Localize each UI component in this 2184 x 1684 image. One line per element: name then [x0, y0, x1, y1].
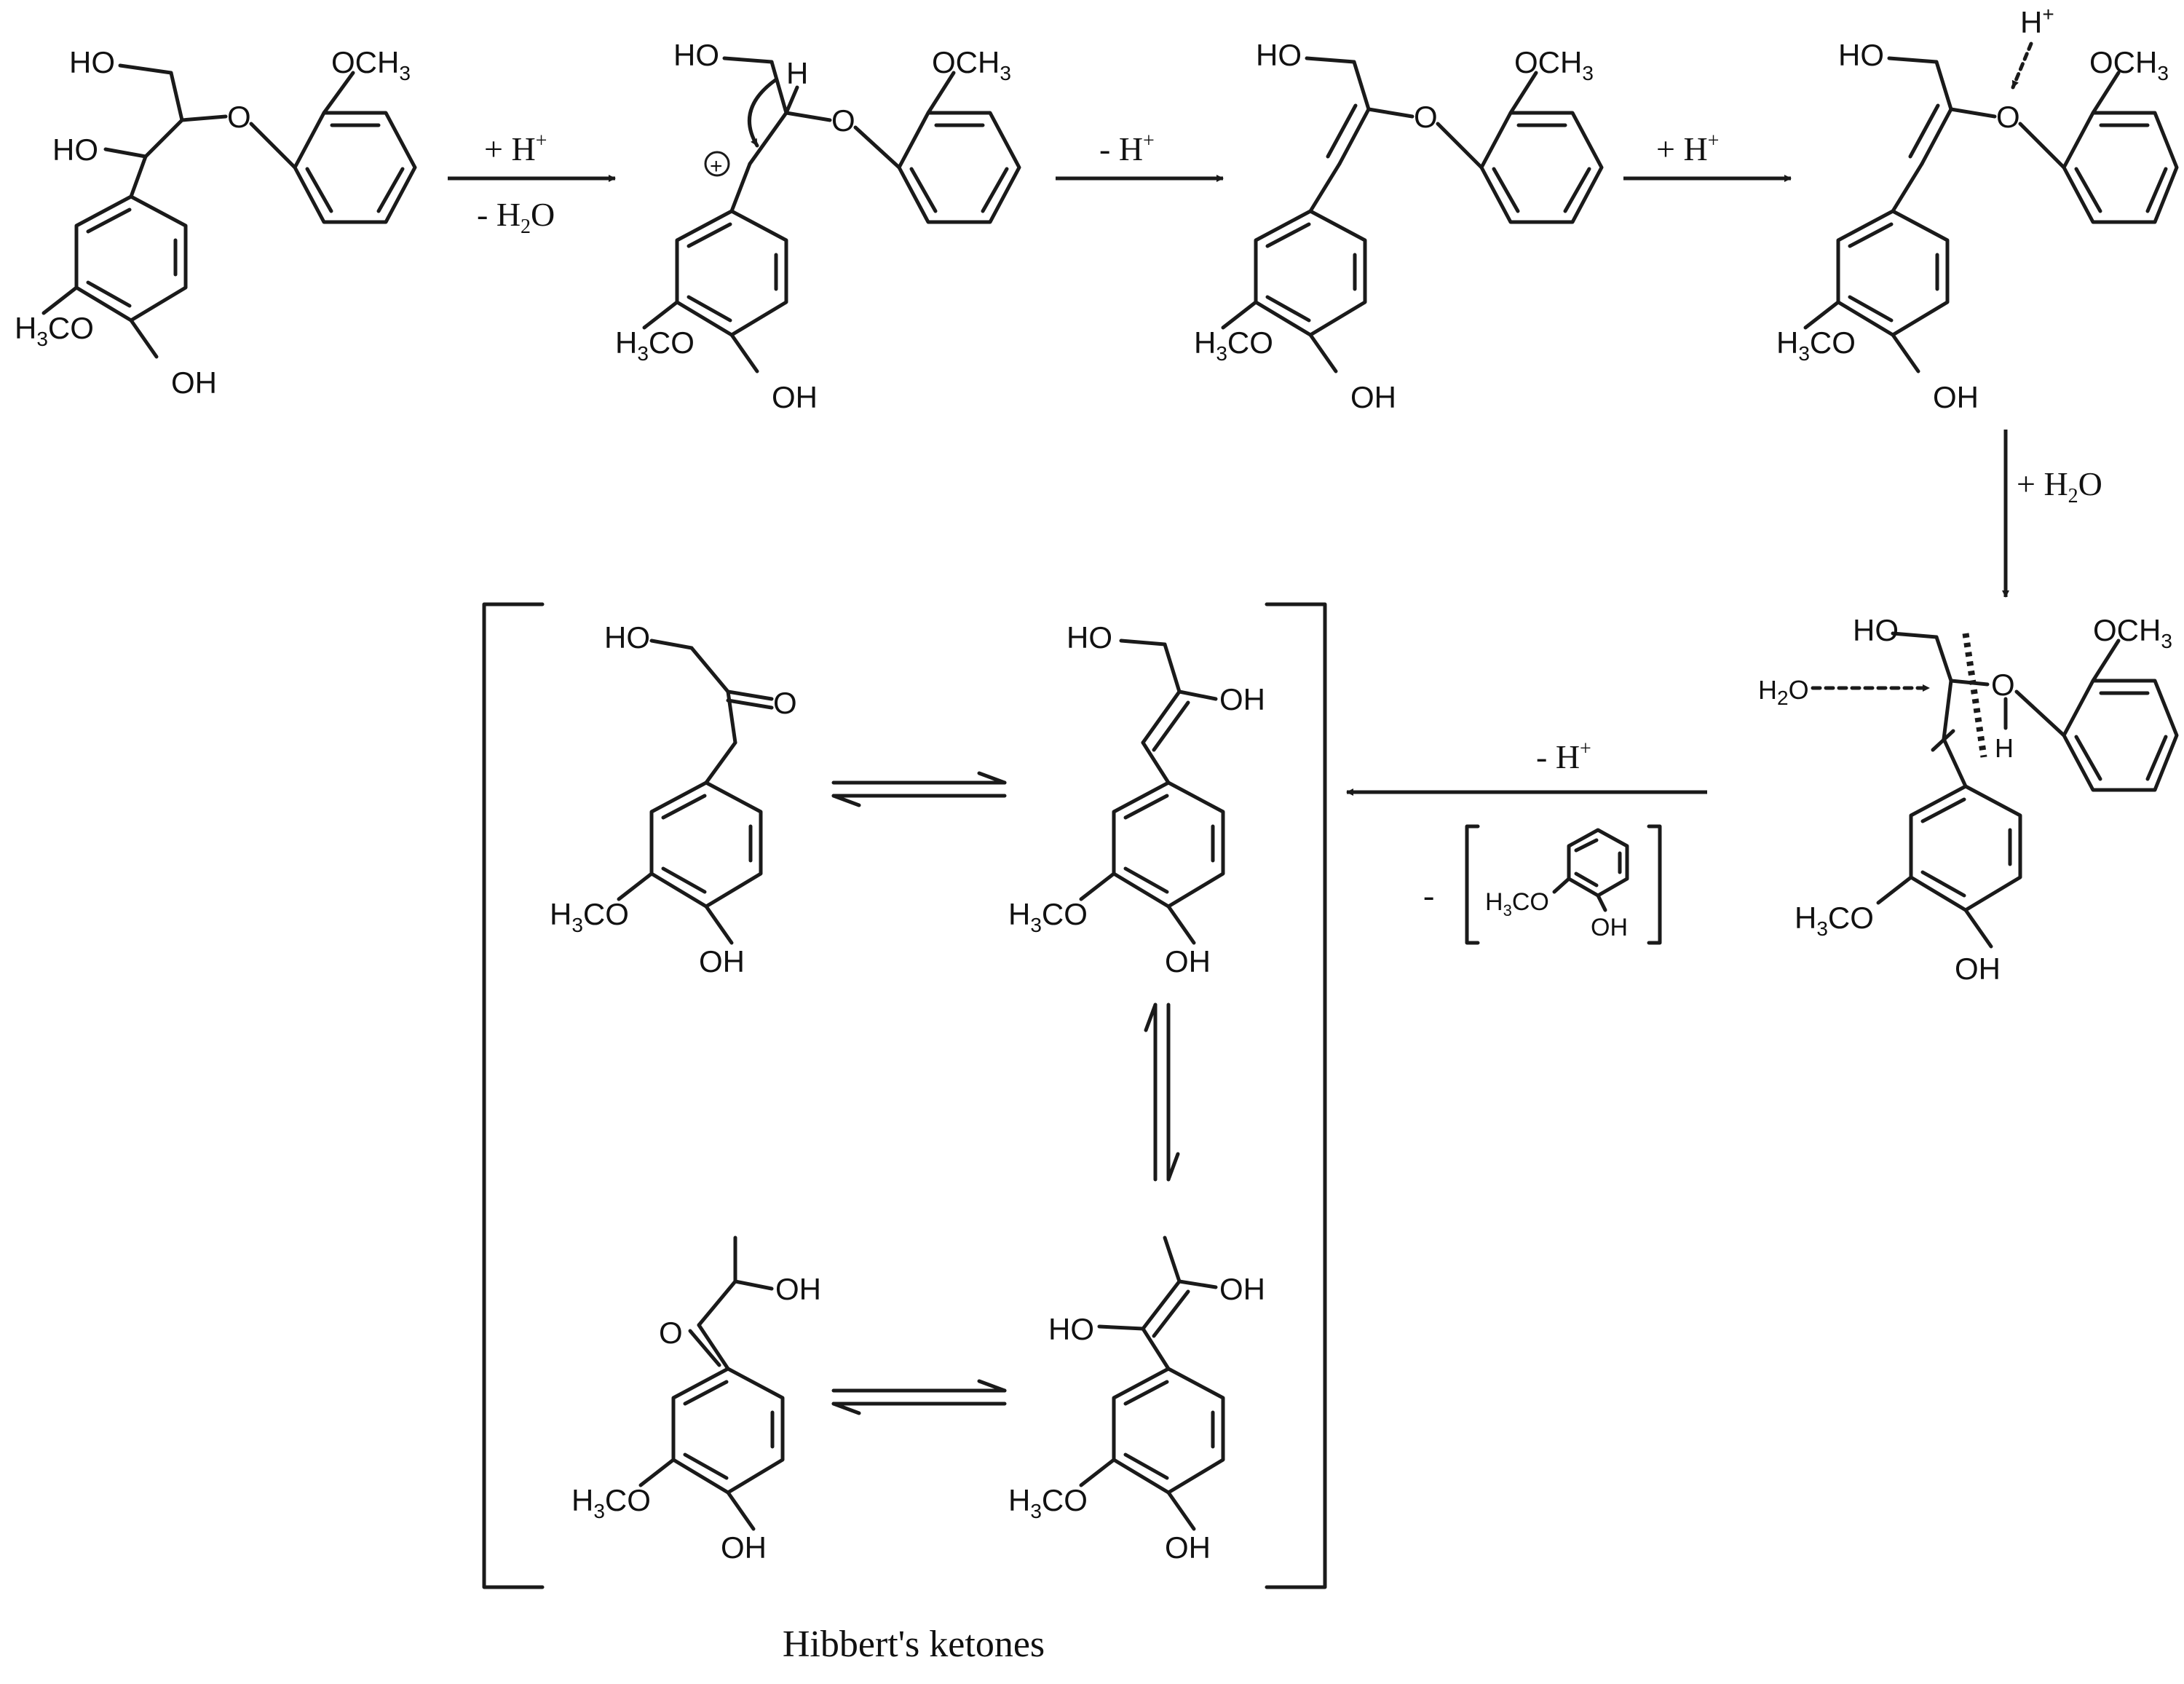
equilibrium-a-b — [831, 771, 1007, 807]
condition-minus-water: - H2O — [477, 196, 555, 238]
arrow-step-3: + H+ — [1623, 130, 1792, 182]
label-oh: OH — [1165, 944, 1211, 979]
label-h3co: H3CO — [1795, 901, 1874, 940]
label-h3co: H3CO — [1776, 325, 1856, 365]
molecule-starting-material: HO HO O OCH3 H3CO OH — [15, 45, 417, 400]
label-och3: OCH3 — [1514, 45, 1594, 84]
label-oh: OH — [1591, 914, 1628, 941]
bracket-right — [1265, 602, 1327, 1589]
molecule-enediol-d: OH HO H3CO OH — [1008, 1236, 1265, 1565]
label-oh: OH — [1219, 682, 1265, 716]
label-oh: OH — [1933, 380, 1979, 414]
condition-plus-water: + H2O — [2017, 465, 2102, 507]
bracket-left-small — [1465, 824, 1480, 945]
molecule-enediol-b: HO OH H3CO OH — [1008, 620, 1265, 979]
label-ho: HO — [1048, 1312, 1094, 1346]
label-plus: + — [710, 154, 723, 178]
label-h3co: H3CO — [15, 311, 94, 350]
condition-plus-h: + H+ — [1656, 130, 1719, 167]
label-h3co: H3CO — [1008, 897, 1088, 936]
label-ether-o: O — [1991, 668, 2015, 702]
condition-plus-h: + H+ — [484, 130, 547, 167]
label-ho: HO — [52, 133, 98, 167]
label-och3: OCH3 — [932, 45, 1011, 84]
arrow-step-5: - H+ - H3CO OH — [1346, 738, 1707, 945]
label-h3co: H3CO — [1485, 888, 1549, 920]
label-och3: OCH3 — [2089, 45, 2169, 84]
label-oh: OH — [775, 1272, 821, 1306]
label-ho: HO — [69, 45, 115, 79]
molecule-guaiacol: H3CO OH — [1485, 828, 1629, 941]
arrow-step-1: + H+ - H2O — [448, 130, 616, 238]
label-ether-o: O — [1996, 100, 2020, 134]
caption-hibberts-ketones: Hibbert's ketones — [783, 1624, 1045, 1665]
molecule-enol-ether: HO O OCH3 H3CO OH — [1194, 38, 1604, 414]
condition-minus: - — [1423, 877, 1434, 914]
condition-minus-h: - H+ — [1099, 130, 1155, 167]
label-oh: OH — [1219, 1272, 1265, 1306]
label-water: H2O — [1758, 675, 1809, 709]
molecule-hibbert-ketone-c: O OH H3CO OH — [571, 1236, 821, 1565]
label-oh: OH — [1350, 380, 1396, 414]
label-h3co: H3CO — [571, 1483, 651, 1522]
bracket-left — [482, 602, 545, 1589]
label-ho: HO — [1853, 613, 1899, 647]
molecule-benzylic-cation: + HO H O OCH3 H3CO OH — [615, 38, 1021, 414]
label-oh: OH — [1165, 1530, 1211, 1565]
label-h3co: H3CO — [1008, 1483, 1088, 1522]
molecule-protonated-ether: HO O H+ OCH3 H3CO OH — [1776, 3, 2179, 414]
label-ho: HO — [673, 38, 719, 72]
label-och3: OCH3 — [331, 45, 411, 84]
label-h3co: H3CO — [1194, 325, 1273, 365]
arrow-step-2: - H+ — [1056, 130, 1224, 182]
label-oh: OH — [1955, 952, 2001, 986]
label-ether-o: O — [227, 100, 251, 134]
molecule-water-attack: HO O H H2O OCH3 H3CO OH — [1758, 613, 2179, 986]
arrow-step-4: + H2O — [2002, 430, 2102, 598]
label-ho: HO — [1256, 38, 1302, 72]
equilibrium-c-d — [831, 1379, 1007, 1415]
label-h-plus: H+ — [2020, 3, 2054, 39]
label-ketone-o: O — [659, 1316, 683, 1350]
label-ether-o: O — [1414, 100, 1438, 134]
label-oh: OH — [171, 365, 217, 400]
label-oh: OH — [772, 380, 818, 414]
condition-minus-h: - H+ — [1536, 738, 1591, 775]
label-och3: OCH3 — [2093, 613, 2172, 652]
label-h3co: H3CO — [615, 325, 695, 365]
bracket-right-small — [1647, 824, 1662, 945]
cation-charge-icon — [704, 151, 730, 177]
label-h: H — [786, 56, 808, 90]
label-ketone-o: O — [773, 686, 797, 720]
label-ho: HO — [1838, 38, 1884, 72]
label-ho: HO — [604, 620, 650, 655]
label-ho: HO — [1067, 620, 1112, 655]
label-oh: OH — [699, 944, 745, 979]
equilibrium-b-d — [1144, 1003, 1180, 1182]
label-oh: OH — [721, 1530, 767, 1565]
label-h3co: H3CO — [550, 897, 629, 936]
label-h: H — [1995, 733, 2014, 763]
molecule-hibbert-ketone-a: HO O H3CO OH — [550, 620, 797, 979]
label-ether-o: O — [831, 103, 855, 138]
